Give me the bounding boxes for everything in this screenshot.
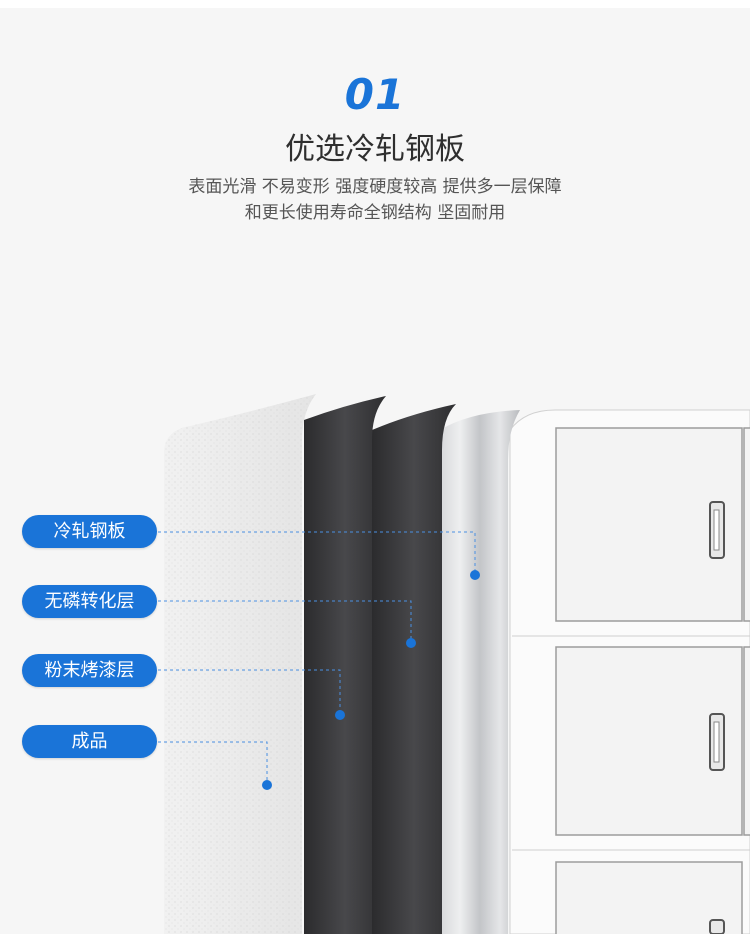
door-handle-icon xyxy=(709,713,725,771)
label-phosphate-free-layer: 无磷转化层 xyxy=(22,585,157,618)
description-line-2: 和更长使用寿命全钢结构 坚固耐用 xyxy=(244,203,506,223)
section-number: 01 xyxy=(344,70,406,119)
layer-cold-rolled-steel xyxy=(440,410,520,934)
label-finished-product: 成品 xyxy=(22,725,157,758)
description-line-1: 表面光滑 不易变形 强度硬度较高 提供多一层保障 xyxy=(188,177,562,197)
layer-phosphate-free xyxy=(372,404,456,934)
label-powder-coating-layer: 粉末烤漆层 xyxy=(22,654,157,687)
leader-lines xyxy=(158,531,476,785)
door-handle-icon xyxy=(709,919,725,934)
leader-dots xyxy=(262,570,480,790)
top-strip xyxy=(0,0,750,8)
layer-powder-coating xyxy=(304,396,386,934)
cabinet xyxy=(509,409,750,934)
door-handle-icon xyxy=(709,501,725,559)
section-title: 优选冷轧钢板 xyxy=(285,132,465,167)
label-cold-rolled-steel: 冷轧钢板 xyxy=(22,515,157,548)
